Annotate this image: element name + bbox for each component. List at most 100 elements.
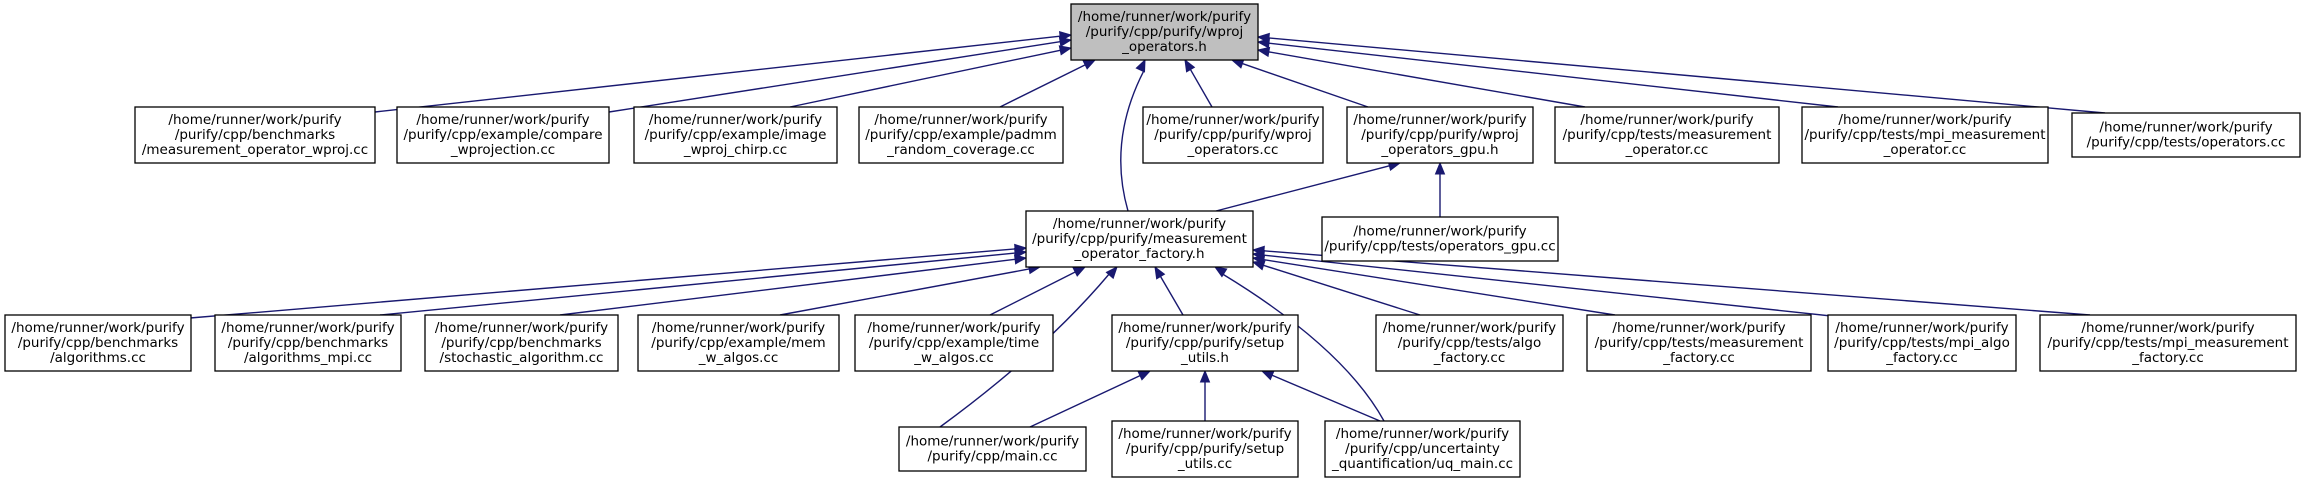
node-box xyxy=(2071,112,2301,158)
node-label-line: _w_algos.cc xyxy=(913,350,994,366)
node-main_cc[interactable]: /home/runner/work/purify/purify/cpp/main… xyxy=(898,426,1087,472)
node-tests_algo_factory_cc[interactable]: /home/runner/work/purify/purify/cpp/test… xyxy=(1375,314,1564,372)
edge-line xyxy=(989,271,1076,316)
node-label-line: /purify/cpp/example/mem xyxy=(651,335,825,351)
node-box xyxy=(396,106,610,164)
node-label-line: /home/runner/work/purify xyxy=(906,434,1079,450)
node-setup_utils_h[interactable]: /home/runner/work/purify/purify/cpp/puri… xyxy=(1111,314,1299,372)
edge-benchmarks_stochastic_algorithm_cc-to-measurement_operator_factory_h xyxy=(559,254,1028,316)
node-tests_operators_gpu_cc[interactable]: /home/runner/work/purify/purify/cpp/test… xyxy=(1321,216,1559,262)
node-label-line: /home/runner/work/purify xyxy=(221,320,394,336)
node-wproj_operators_gpu_h[interactable]: /home/runner/work/purify/purify/cpp/puri… xyxy=(1346,106,1534,164)
node-measurement_operator_factory_h[interactable]: /home/runner/work/purify/purify/cpp/puri… xyxy=(1025,210,1254,268)
node-label-line: /purify/cpp/purify/setup xyxy=(1126,335,1284,351)
node-measurement_operator_wproj_cc[interactable]: /home/runner/work/purify/purify/cpp/benc… xyxy=(134,106,376,164)
node-tests_measurement_factory_cc[interactable]: /home/runner/work/purify/purify/cpp/test… xyxy=(1586,314,1812,372)
node-setup_utils_cc[interactable]: /home/runner/work/purify/purify/cpp/puri… xyxy=(1111,420,1299,478)
node-tests_mpi_measurement_operator_cc[interactable]: /home/runner/work/purify/purify/cpp/test… xyxy=(1801,106,2049,164)
node-padmm_random_coverage_cc[interactable]: /home/runner/work/purify/purify/cpp/exam… xyxy=(858,106,1064,164)
edge-line xyxy=(559,258,1016,316)
node-label-line: _operators.h xyxy=(1121,39,1207,55)
node-tests_operators_cc[interactable]: /home/runner/work/purify/purify/cpp/test… xyxy=(2071,112,2301,158)
node-tests_mpi_algo_factory_cc[interactable]: /home/runner/work/purify/purify/cpp/test… xyxy=(1827,314,2017,372)
edge-measurement_operator_factory_h-to-wproj_operators_h xyxy=(1120,58,1146,212)
edge-line xyxy=(789,49,1061,108)
node-benchmarks_stochastic_algorithm_cc[interactable]: /home/runner/work/purify/purify/cpp/benc… xyxy=(424,314,619,372)
arrowhead xyxy=(1256,46,1271,58)
edge-wproj_operators_cc-to-wproj_operators_h xyxy=(1184,58,1213,108)
node-example_time_w_algos_cc[interactable]: /home/runner/work/purify/purify/cpp/exam… xyxy=(854,314,1054,372)
node-tests_mpi_measurement_factory_cc[interactable]: /home/runner/work/purify/purify/cpp/test… xyxy=(2039,314,2297,372)
node-box xyxy=(1827,314,2017,372)
node-label-line: /home/runner/work/purify xyxy=(1053,216,1226,232)
node-label-line: /purify/cpp/purify/wproj xyxy=(1154,127,1312,143)
edge-measurement_operator_wproj_cc-to-wproj_operators_h xyxy=(374,31,1073,113)
node-box xyxy=(1111,314,1299,372)
node-label-line: /purify/cpp/tests/measurement xyxy=(1563,127,1772,143)
arrowhead xyxy=(1154,265,1166,280)
node-wproj_operators_cc[interactable]: /home/runner/work/purify/purify/cpp/puri… xyxy=(1142,106,1324,164)
edge-line xyxy=(1268,37,2106,114)
node-label-line: /purify/cpp/tests/mpi_algo xyxy=(1834,335,2010,351)
node-label-line: _wproj_chirp.cc xyxy=(683,142,787,158)
node-tests_measurement_operator_cc[interactable]: /home/runner/work/purify/purify/cpp/test… xyxy=(1554,106,1780,164)
node-label-line: _operator.cc xyxy=(1625,142,1709,158)
node-box xyxy=(214,314,402,372)
arrowhead xyxy=(1251,245,1265,257)
node-label-line: /purify/cpp/tests/algo xyxy=(1398,335,1542,351)
arrowhead xyxy=(1013,254,1028,265)
arrowhead xyxy=(1105,266,1118,280)
edge-line xyxy=(1215,165,1390,212)
node-label-line: _quantification/uq_main.cc xyxy=(1331,456,1513,472)
edge-tests_operators_cc-to-wproj_operators_h xyxy=(1256,32,2106,114)
node-box xyxy=(1321,216,1559,262)
node-label-line: _random_coverage.cc xyxy=(886,142,1035,158)
node-benchmarks_algorithms_cc[interactable]: /home/runner/work/purify/purify/cpp/benc… xyxy=(4,314,192,372)
node-label-line: /purify/cpp/tests/mpi_measurement xyxy=(1804,127,2045,143)
node-label-line: /home/runner/work/purify xyxy=(1838,112,2011,128)
node-label-line: /home/runner/work/purify xyxy=(867,320,1040,336)
node-label-line: /algorithms.cc xyxy=(50,350,146,366)
edge-setup_utils_cc-to-setup_utils_h xyxy=(1199,369,1211,421)
node-label-line: /measurement_operator_wproj.cc xyxy=(142,142,368,158)
edge-line xyxy=(999,64,1086,108)
node-label-line: _operator_factory.h xyxy=(1073,246,1204,262)
arrowhead xyxy=(1256,32,1270,44)
arrowhead xyxy=(1213,266,1228,278)
node-label-line: _wprojection.cc xyxy=(450,142,555,158)
node-box xyxy=(2039,314,2297,372)
nodes-layer: /home/runner/work/purify/purify/cpp/puri… xyxy=(4,3,2301,478)
node-label-line: /home/runner/work/purify xyxy=(11,320,184,336)
edge-line xyxy=(1029,375,1141,428)
node-uq_main_cc[interactable]: /home/runner/work/purify/purify/cpp/unce… xyxy=(1324,420,1521,478)
node-label-line: /home/runner/work/purify xyxy=(1353,224,1526,240)
node-label-line: _factory.cc xyxy=(2131,350,2204,366)
node-label-line: /stochastic_algorithm.cc xyxy=(440,350,604,366)
node-benchmarks_algorithms_mpi_cc[interactable]: /home/runner/work/purify/purify/cpp/benc… xyxy=(214,314,402,372)
node-label-line: /purify/cpp/tests/operators_gpu.cc xyxy=(1324,239,1555,255)
edge-compare_wprojection_cc-to-wproj_operators_h xyxy=(608,36,1073,113)
node-label-line: _operator.cc xyxy=(1883,142,1967,158)
node-label-line: _w_algos.cc xyxy=(698,350,779,366)
node-label-line: /purify/cpp/purify/wproj xyxy=(1361,127,1519,143)
node-label-line: /purify/cpp/example/padmm xyxy=(865,127,1057,143)
edge-line xyxy=(1263,254,1851,319)
node-image_wproj_chirp_cc[interactable]: /home/runner/work/purify/purify/cpp/exam… xyxy=(633,106,838,164)
node-label-line: /algorithms_mpi.cc xyxy=(244,350,372,366)
node-compare_wprojection_cc[interactable]: /home/runner/work/purify/purify/cpp/exam… xyxy=(396,106,610,164)
edge-line xyxy=(1263,259,1616,316)
node-box xyxy=(424,314,619,372)
edge-line xyxy=(1189,69,1213,108)
node-box xyxy=(1142,106,1324,164)
node-label-line: /home/runner/work/purify xyxy=(2099,120,2272,136)
arrowhead xyxy=(1434,161,1446,175)
edge-wproj_operators_gpu_h-to-wproj_operators_h xyxy=(1230,58,1369,108)
node-box xyxy=(854,314,1054,372)
node-wproj_operators_h[interactable]: /home/runner/work/purify/purify/cpp/puri… xyxy=(1070,3,1259,61)
node-label-line: /purify/cpp/purify/measurement xyxy=(1032,231,1247,247)
edge-line xyxy=(1271,374,1381,422)
node-example_mem_w_algos_cc[interactable]: /home/runner/work/purify/purify/cpp/exam… xyxy=(637,314,840,372)
arrowhead xyxy=(1058,36,1073,47)
node-label-line: /purify/cpp/benchmarks xyxy=(175,127,335,143)
